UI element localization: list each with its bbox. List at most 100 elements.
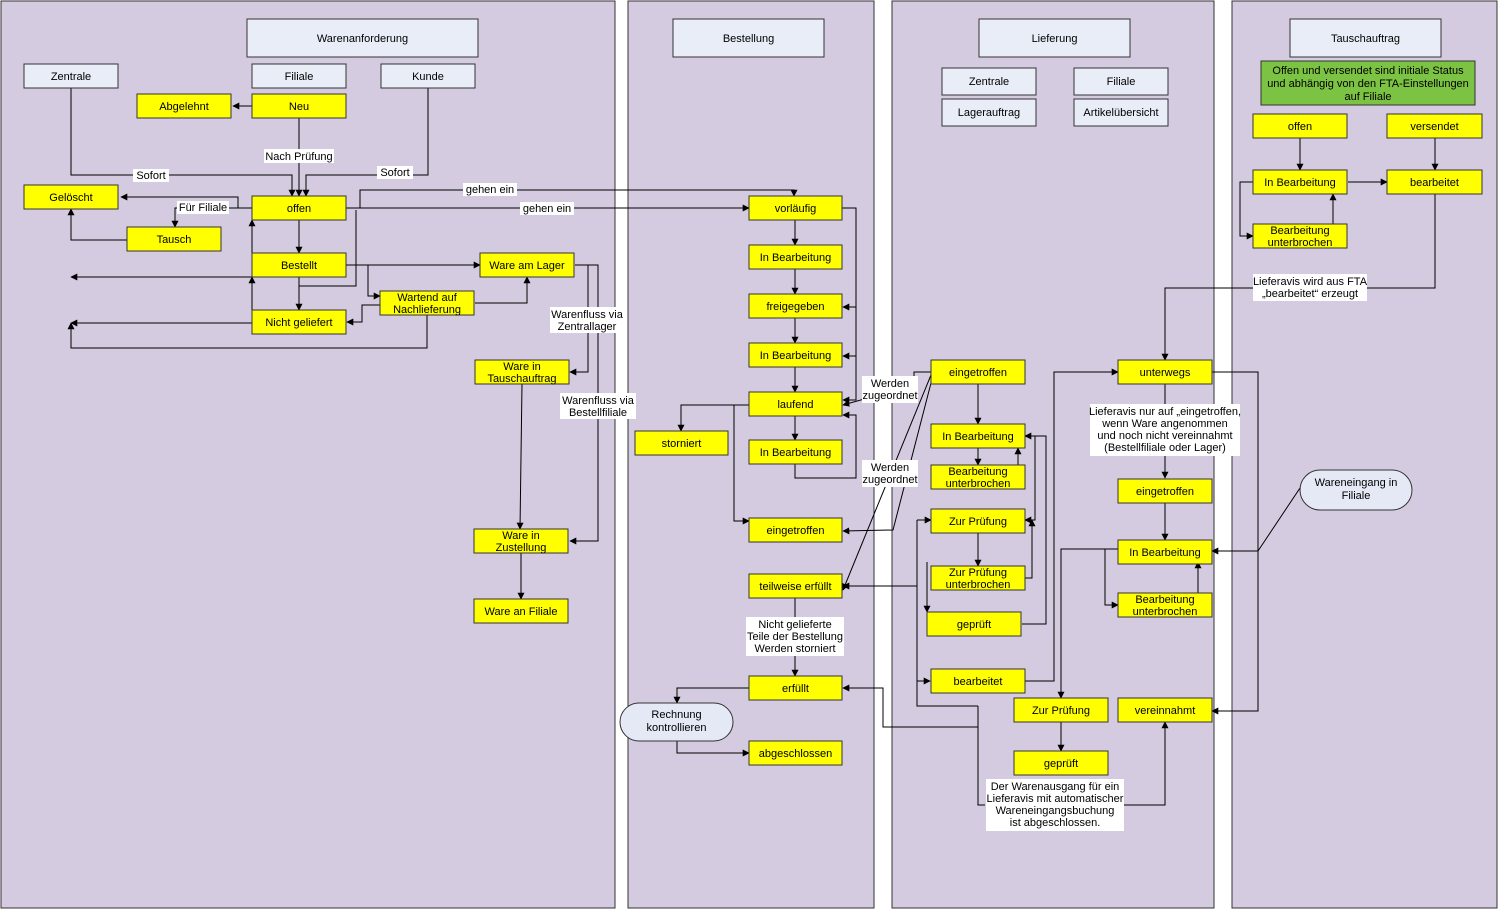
state-lieferung-zur-pruefung: Zur Prüfung bbox=[930, 508, 1026, 534]
state-ware-an-filiale: Ware an Filiale bbox=[473, 598, 569, 624]
svg-text:Tausch: Tausch bbox=[157, 234, 192, 246]
node-li-filiale: Filiale bbox=[1073, 67, 1169, 96]
svg-text:abgeschlossen: abgeschlossen bbox=[759, 748, 832, 760]
arrow-laufend-eingetroffen bbox=[733, 405, 750, 525]
arrow-wartend-geloescht bbox=[67, 315, 428, 349]
arrow-bestellt-wartend bbox=[346, 264, 381, 300]
svg-text:Zentrallager: Zentrallager bbox=[558, 321, 617, 333]
svg-text:Werden storniert: Werden storniert bbox=[754, 643, 835, 655]
state-erfuellt: erfüllt bbox=[748, 675, 843, 701]
state-lieferung-in-bearbeitung-2: In Bearbeitung bbox=[1117, 539, 1213, 565]
svg-text:Offen und versendet sind initi: Offen und versendet sind initiale Status bbox=[1272, 65, 1464, 77]
svg-text:kontrollieren: kontrollieren bbox=[647, 722, 707, 734]
state-lieferung-eingetroffen-2: eingetroffen bbox=[1117, 478, 1213, 504]
svg-text:Für Filiale: Für Filiale bbox=[179, 202, 227, 214]
state-zur-pruefung-unterbrochen: Zur Prüfung unterbrochen bbox=[930, 565, 1026, 591]
svg-text:offen: offen bbox=[287, 203, 311, 215]
arrow-inbearb2-unterbrochen2 bbox=[1104, 549, 1119, 609]
node-li-zentrale: Zentrale bbox=[941, 67, 1037, 96]
label-lieferavis-fta: Lieferavis wird aus FTA „bearbeitet“ erz… bbox=[1253, 274, 1368, 301]
svg-text:Ware am Lager: Ware am Lager bbox=[489, 260, 565, 272]
state-lieferung-eingetroffen: eingetroffen bbox=[930, 359, 1026, 385]
svg-text:Gelöscht: Gelöscht bbox=[49, 192, 92, 204]
svg-text:Bearbeitung: Bearbeitung bbox=[1270, 225, 1329, 237]
arrow-rechnung-abgeschlossen bbox=[676, 741, 750, 757]
svg-text:In Bearbeitung: In Bearbeitung bbox=[760, 350, 832, 362]
state-tausch-offen: offen bbox=[1252, 113, 1348, 139]
svg-text:eingetroffen: eingetroffen bbox=[949, 367, 1007, 379]
state-bestellung-in-bearbeitung-3: In Bearbeitung bbox=[748, 439, 843, 465]
state-neu: Neu bbox=[251, 93, 347, 119]
svg-text:Sofort: Sofort bbox=[380, 167, 409, 179]
state-bestellt: Bestellt bbox=[251, 252, 347, 278]
svg-text:Lieferung: Lieferung bbox=[1032, 33, 1078, 45]
svg-text:Ware in: Ware in bbox=[503, 361, 541, 373]
label-werden-zugeordnet-1: Werden zugeordnet bbox=[862, 376, 918, 403]
state-lieferung-geprueft: geprüft bbox=[926, 611, 1022, 637]
arrow-inbearb3-laufend bbox=[794, 411, 857, 479]
arrow-tausch-geloescht bbox=[67, 208, 127, 241]
svg-text:Filiale: Filiale bbox=[285, 71, 314, 83]
svg-text:ist abgeschlossen.: ist abgeschlossen. bbox=[1010, 817, 1101, 829]
node-wa-zentrale: Zentrale bbox=[23, 63, 119, 89]
svg-text:zugeordnet: zugeordnet bbox=[862, 390, 917, 402]
svg-text:Der Warenausgang für ein: Der Warenausgang für ein bbox=[991, 781, 1120, 793]
node-li-artikeluebersicht: Artikelübersicht bbox=[1073, 98, 1169, 127]
terminal-wareneingang-in-filiale: Wareneingang in Filiale bbox=[1299, 469, 1413, 511]
svg-text:auf Filiale: auf Filiale bbox=[1344, 91, 1391, 103]
state-freigegeben: freigegeben bbox=[748, 293, 843, 319]
svg-text:unterbrochen: unterbrochen bbox=[1268, 237, 1333, 249]
svg-text:Artikelübersicht: Artikelübersicht bbox=[1083, 107, 1158, 119]
svg-text:Neu: Neu bbox=[289, 101, 309, 113]
state-tausch-bearbeitung-unterbrochen: Bearbeitung unterbrochen bbox=[1252, 223, 1348, 249]
arrow-erfuellt-rechnung bbox=[673, 687, 749, 704]
state-ware-in-zustellung: Ware in Zustellung bbox=[473, 528, 569, 554]
state-tausch-in-bearbeitung: In Bearbeitung bbox=[1252, 169, 1348, 195]
svg-text:vorläufig: vorläufig bbox=[775, 203, 817, 215]
state-vorlaeufig: vorläufig bbox=[748, 195, 843, 221]
svg-text:Tauschauftrag: Tauschauftrag bbox=[487, 373, 556, 385]
state-lieferung-bearbeitet: bearbeitet bbox=[930, 668, 1026, 694]
svg-text:In Bearbeitung: In Bearbeitung bbox=[760, 252, 832, 264]
label-nach-pruefung: Nach Prüfung bbox=[264, 149, 334, 163]
state-bestellung-eingetroffen: eingetroffen bbox=[748, 517, 843, 543]
svg-text:Tauschauftrag: Tauschauftrag bbox=[1331, 33, 1400, 45]
svg-text:erfüllt: erfüllt bbox=[782, 683, 809, 695]
svg-text:Filiale: Filiale bbox=[1107, 76, 1136, 88]
line-lieferung-left bbox=[916, 520, 978, 707]
label-gehen-ein-2: gehen ein bbox=[520, 202, 574, 215]
svg-text:Lieferavis mit automatischer: Lieferavis mit automatischer bbox=[987, 793, 1124, 805]
line-geprueft2-note bbox=[977, 706, 985, 806]
arrow-lieferung-eingetroffen bbox=[842, 382, 932, 535]
state-nicht-geliefert: Nicht geliefert bbox=[251, 309, 347, 335]
state-laufend: laufend bbox=[748, 391, 843, 417]
svg-text:(Bestellfiliale oder Lager): (Bestellfiliale oder Lager) bbox=[1104, 442, 1226, 454]
header-warenanforderung: Warenanforderung bbox=[246, 18, 479, 58]
svg-text:Nachlieferung: Nachlieferung bbox=[393, 304, 461, 316]
svg-text:geprüft: geprüft bbox=[957, 619, 991, 631]
svg-text:In Bearbeitung: In Bearbeitung bbox=[942, 431, 1014, 443]
svg-text:Ware in: Ware in bbox=[502, 530, 540, 542]
line-bestellt-loop bbox=[299, 210, 357, 287]
state-bestellung-in-bearbeitung-1: In Bearbeitung bbox=[748, 244, 843, 270]
state-abgeschlossen: abgeschlossen bbox=[748, 740, 843, 766]
note-initial-status: Offen und versendet sind initiale Status… bbox=[1260, 60, 1476, 106]
state-vereinnahmt: vereinnahmt bbox=[1117, 697, 1213, 723]
svg-text:In Bearbeitung: In Bearbeitung bbox=[1264, 177, 1336, 189]
state-tausch: Tausch bbox=[126, 226, 222, 252]
svg-text:unterbrochen: unterbrochen bbox=[1133, 606, 1198, 618]
svg-text:Nach Prüfung: Nach Prüfung bbox=[265, 151, 332, 163]
svg-text:Bestellung: Bestellung bbox=[723, 33, 774, 45]
node-li-lagerauftrag: Lagerauftrag bbox=[941, 98, 1037, 127]
svg-text:Zentrale: Zentrale bbox=[969, 76, 1009, 88]
node-wa-filiale: Filiale bbox=[251, 63, 347, 89]
lane-tauschauftrag bbox=[1231, 0, 1498, 909]
svg-text:Nicht gelieferte: Nicht gelieferte bbox=[758, 619, 831, 631]
svg-text:unterwegs: unterwegs bbox=[1140, 367, 1191, 379]
svg-text:Werden: Werden bbox=[871, 378, 909, 390]
arrow-laufend-storniert bbox=[677, 404, 749, 432]
connector-labels: Nach Prüfung Sofort Sofort gehen ein geh… bbox=[133, 149, 1368, 831]
lane-warenanforderung bbox=[0, 0, 616, 909]
arrow-unterwegs-vereinnahmt bbox=[1211, 371, 1259, 715]
svg-text:zugeordnet: zugeordnet bbox=[862, 474, 917, 486]
